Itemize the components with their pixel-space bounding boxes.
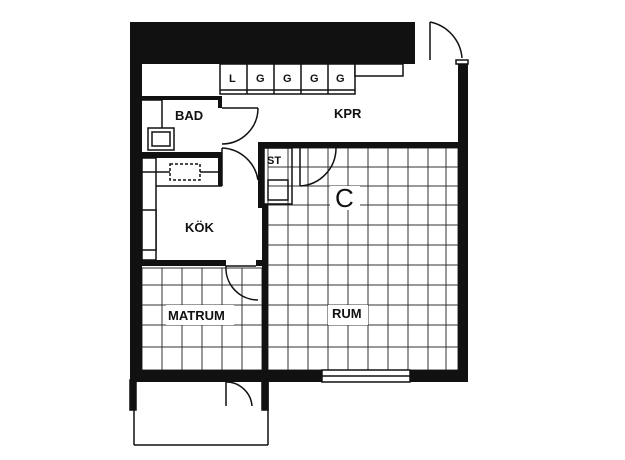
room-label-kpr: KPR — [334, 106, 362, 121]
room-label-bad: BAD — [175, 108, 203, 123]
rum-label-mask — [328, 305, 368, 325]
window-right — [455, 59, 469, 65]
exterior-walls — [130, 22, 468, 382]
room-label-matrum: MATRUM — [168, 308, 225, 323]
wardrobe-label-4: G — [310, 73, 319, 85]
wardrobes — [219, 63, 404, 95]
balcony — [129, 379, 269, 446]
wardrobe-label-1: L — [229, 73, 236, 85]
rum-door — [299, 147, 337, 187]
entrance-door — [429, 21, 463, 60]
interior-walls — [142, 96, 458, 380]
bad-fixtures — [142, 99, 175, 151]
matrum-door — [225, 265, 259, 301]
wardrobe-label-5: G — [336, 73, 345, 85]
wardrobe-label-2: G — [256, 73, 265, 85]
bad-door — [221, 107, 259, 145]
matrum-label-mask — [166, 305, 234, 325]
chimney-mask — [330, 186, 360, 210]
wardrobe-label-3: G — [283, 73, 292, 85]
chimney-symbol: C — [335, 183, 354, 213]
st-closet — [263, 147, 293, 205]
balcony-door — [225, 381, 253, 407]
kok-fixtures — [141, 157, 222, 261]
room-label-kok: KÖK — [185, 220, 215, 235]
kok-door — [221, 147, 259, 186]
rum-floor-tiles — [267, 147, 459, 371]
room-label-rum: RUM — [332, 306, 362, 321]
room-label-st: ST — [267, 155, 281, 167]
window-rum — [321, 369, 411, 383]
